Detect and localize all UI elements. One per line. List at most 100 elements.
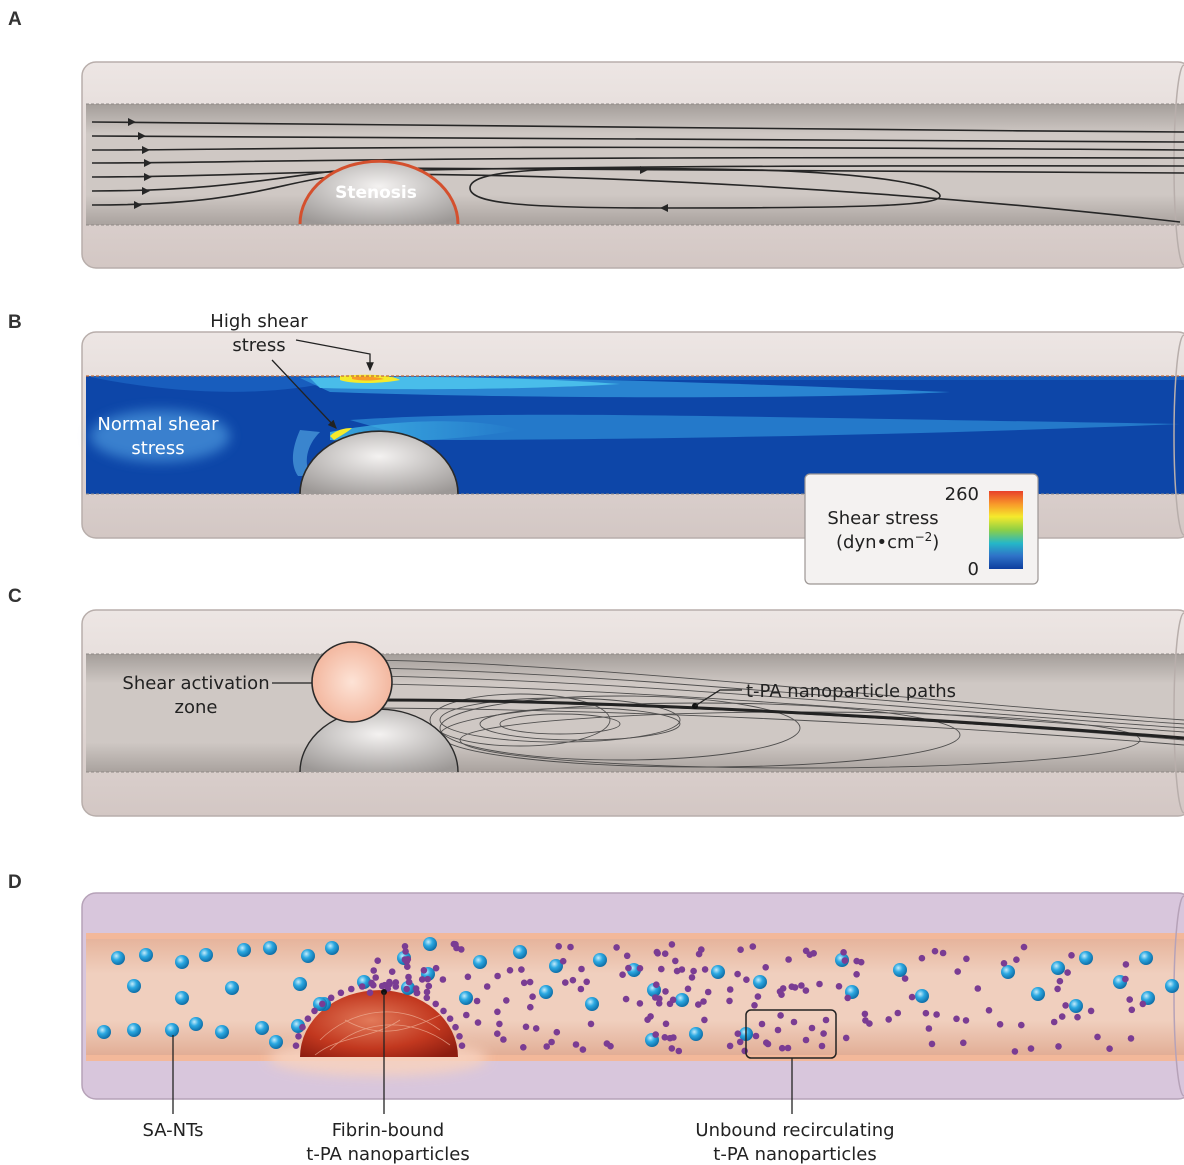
tpa-nanoparticle	[1122, 976, 1129, 983]
tpa-nanoparticle	[386, 979, 393, 986]
tpa-nanoparticle	[452, 1024, 459, 1031]
tpa-nanoparticle	[404, 963, 411, 970]
tpa-nanoparticle	[368, 980, 375, 987]
tpa-nanoparticle	[459, 1042, 466, 1049]
legend-title-line1: Shear stress	[827, 508, 938, 529]
tpa-nanoparticle	[305, 1015, 312, 1022]
tpa-nanoparticle	[402, 948, 409, 955]
tpa-nanoparticle	[785, 1045, 792, 1052]
tpa-nanoparticle	[816, 981, 823, 988]
tpa-nanoparticle	[570, 977, 577, 984]
sant-label: SA-NTs	[142, 1120, 203, 1141]
tpa-nanoparticle	[393, 979, 400, 986]
sa-nt-particle	[225, 981, 239, 995]
tpa-nanoparticle	[823, 1017, 830, 1024]
sa-nt-particle	[127, 979, 141, 993]
tpa-nanoparticle	[424, 989, 431, 996]
lumen-a	[86, 104, 1184, 225]
tpa-nanoparticle	[652, 994, 659, 1001]
tpa-nanoparticle	[644, 1016, 651, 1023]
tpa-nanoparticle	[662, 988, 669, 995]
tpa-nanoparticle	[669, 941, 676, 948]
sa-nt-particle	[675, 993, 689, 1007]
legend-min: 0	[968, 559, 979, 580]
tpa-nanoparticle	[933, 1011, 940, 1018]
tpa-nanoparticle	[588, 1021, 595, 1028]
activation-line2: zone	[175, 697, 218, 718]
tpa-nanoparticle	[653, 981, 660, 988]
sa-nt-particle	[199, 948, 213, 962]
tpa-nanoparticle	[862, 1017, 869, 1024]
tpa-nanoparticle	[662, 950, 669, 957]
tpa-nanoparticle	[1074, 1014, 1081, 1021]
tpa-nanoparticle	[433, 965, 440, 972]
tpa-nanoparticle	[700, 998, 707, 1005]
tpa-nanoparticle	[798, 982, 805, 989]
tpa-nanoparticle	[527, 979, 534, 986]
tpa-nanoparticle	[456, 1033, 463, 1040]
tpa-nanoparticle	[658, 966, 665, 973]
tpa-nanoparticle	[1012, 1048, 1019, 1055]
tpa-nanoparticle	[432, 1001, 439, 1008]
sa-nt-particle	[539, 985, 553, 999]
panel-d: D SA-NTs Fibrin-bound t-PA nanoparticles…	[8, 872, 1184, 1165]
tpa-nanoparticle	[953, 1016, 960, 1023]
tpa-nanoparticle	[1128, 1035, 1135, 1042]
tpa-nanoparticle	[727, 986, 734, 993]
sa-nt-particle	[263, 941, 277, 955]
tpa-nanoparticle	[475, 1019, 482, 1026]
tpa-nanoparticle	[663, 1021, 670, 1028]
tpa-nanoparticle	[543, 1043, 550, 1050]
tpa-nanoparticle	[803, 987, 810, 994]
tpa-nanoparticle	[440, 976, 447, 983]
sa-nt-particle	[513, 945, 527, 959]
tpa-nanoparticle	[932, 948, 939, 955]
panel-c: C Shear activation zone t-P	[8, 586, 1184, 816]
tpa-nanoparticle	[755, 993, 762, 1000]
tpa-nanoparticle	[529, 993, 536, 1000]
tpa-nanoparticle	[670, 997, 677, 1004]
unbound-line2: t-PA nanoparticles	[713, 1144, 876, 1165]
tpa-nanoparticle	[452, 941, 459, 948]
tpa-nanoparticle	[1018, 1022, 1025, 1029]
tpa-nanoparticle	[1028, 1045, 1035, 1052]
sa-nt-particle	[293, 977, 307, 991]
tpa-nanoparticle	[842, 957, 849, 964]
tpa-nanoparticle	[403, 986, 410, 993]
tpa-nanoparticle	[625, 965, 632, 972]
sa-nt-particle	[915, 989, 929, 1003]
tpa-nanoparticle	[527, 1004, 534, 1011]
sa-nt-particle	[1079, 951, 1093, 965]
tpa-nanoparticle	[295, 1033, 302, 1040]
tpa-nanoparticle	[406, 979, 413, 986]
tpa-nanoparticle	[523, 1024, 530, 1031]
tpa-nanoparticle	[1057, 978, 1064, 985]
tpa-nanoparticle	[370, 967, 377, 974]
tpa-nanoparticle	[909, 994, 916, 1001]
tpa-nanoparticle	[785, 956, 792, 963]
tpa-nanoparticle	[743, 976, 750, 983]
tpa-nanoparticle	[858, 959, 865, 966]
tpa-nanoparticle	[853, 971, 860, 978]
normal-shear-line2: stress	[131, 438, 184, 459]
tpa-nanoparticle	[844, 995, 851, 1002]
tpa-nanoparticle	[741, 1048, 748, 1055]
panel-b-label: B	[8, 312, 22, 333]
tpa-nanoparticle	[311, 1008, 318, 1015]
sa-nt-particle	[189, 1017, 203, 1031]
tpa-nanoparticle	[791, 1019, 798, 1026]
tpa-nanoparticle	[1054, 986, 1061, 993]
panel-a: A Stenosis	[8, 9, 1184, 268]
tpa-nanoparticle	[496, 1021, 503, 1028]
tpa-nanoparticle	[652, 1031, 659, 1038]
sa-nt-particle	[269, 1035, 283, 1049]
tpa-nanoparticle	[676, 1048, 683, 1055]
sa-nt-particle	[423, 937, 437, 951]
shear-activation-zone	[312, 642, 392, 722]
panel-d-label: D	[8, 872, 22, 893]
tpa-nanoparticle	[573, 1041, 580, 1048]
tpa-nanoparticle	[954, 968, 961, 975]
tpa-nanoparticle	[843, 1035, 850, 1042]
fibrin-line2: t-PA nanoparticles	[306, 1144, 469, 1165]
